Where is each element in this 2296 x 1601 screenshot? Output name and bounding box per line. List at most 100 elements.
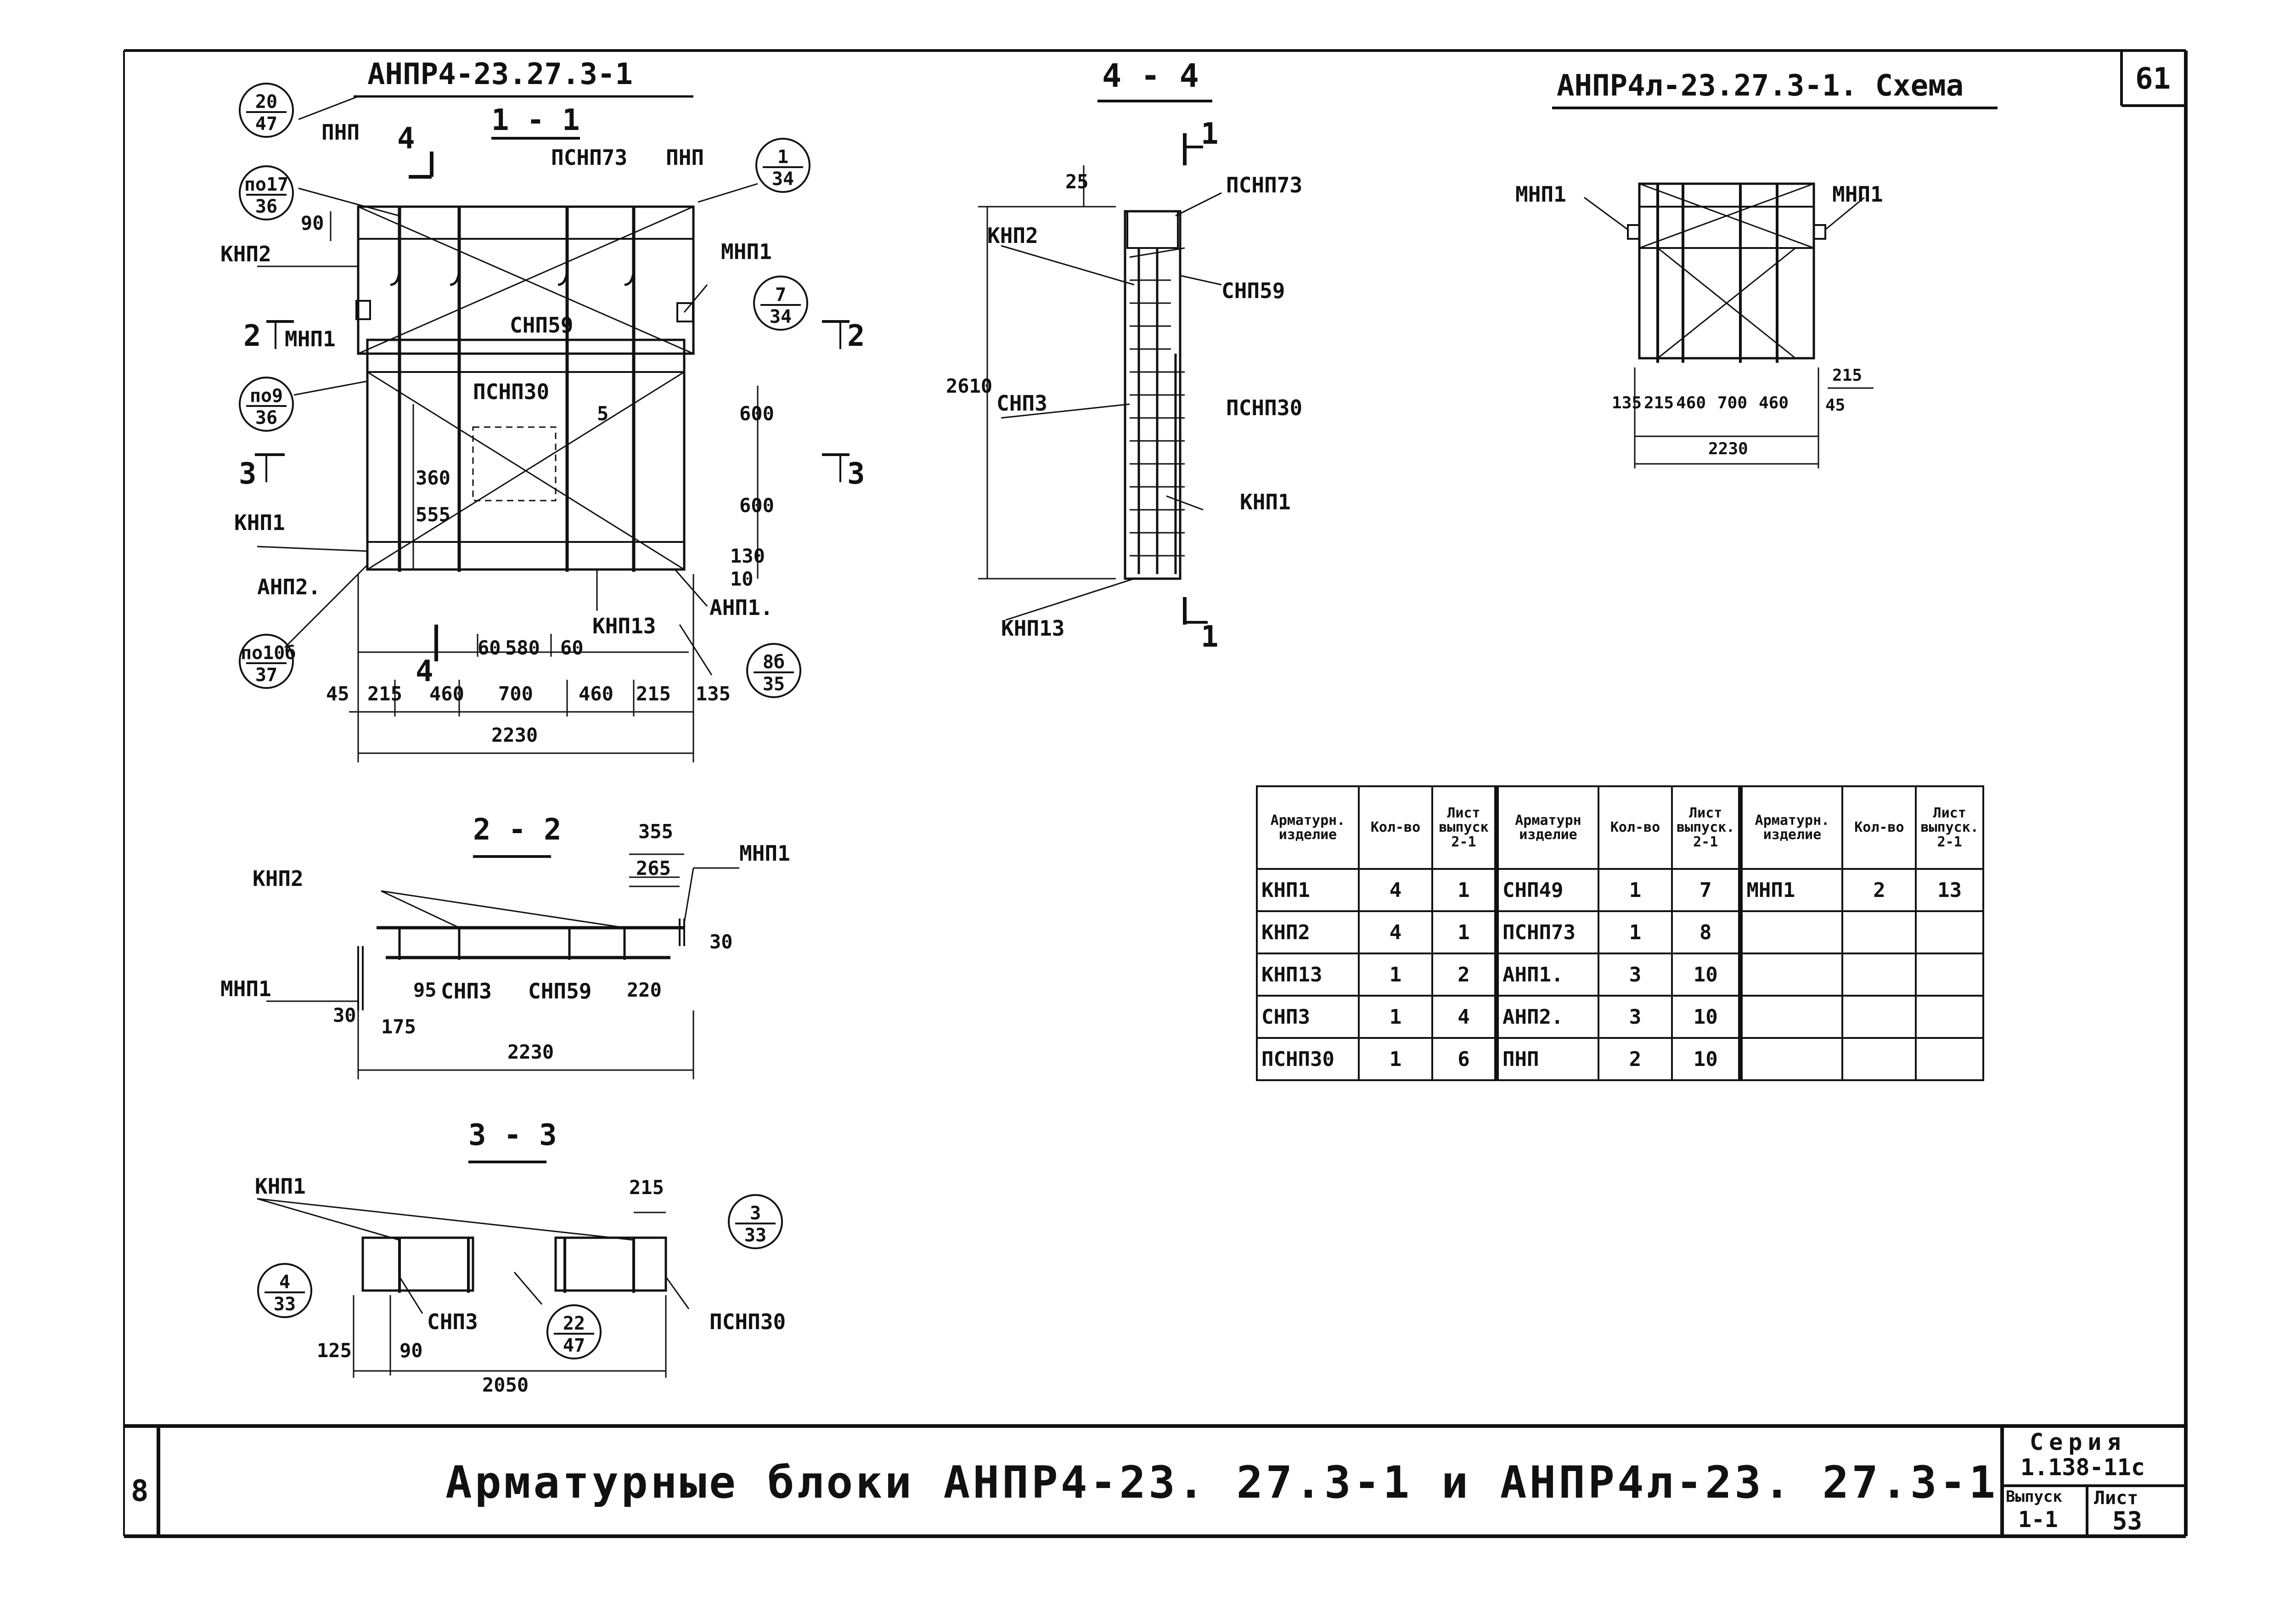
label-knp13: КНП13 <box>1001 616 1065 641</box>
cut-mark-2-right: 2 <box>847 319 865 353</box>
label-knp1: КНП1 <box>234 510 285 535</box>
label-snp59: СНП59 <box>510 313 574 338</box>
dim-90: 90 <box>301 212 324 234</box>
label-knp2: КНП2 <box>253 866 304 891</box>
table-row: СНП3 1 4 АНП2. 3 10 <box>1256 995 1984 1039</box>
label-mnp1-right: МНП1 <box>739 841 790 866</box>
spec-header: Арматурн изделие <box>1496 785 1599 870</box>
scheme-label-mnp1-left: МНП1 <box>1515 182 1566 207</box>
label-snp3: СНП3 <box>996 391 1047 416</box>
spec-header: Лист выпуск. 2-1 <box>1915 785 1984 870</box>
view-4-4-section-title: 4 - 4 <box>1102 57 1199 95</box>
dim-25: 25 <box>1065 170 1089 193</box>
view-scheme-linework <box>1552 108 1998 468</box>
table-cell: 1 <box>1431 868 1499 912</box>
table-row: КНП2 4 1 ПСНП73 1 8 <box>1256 910 1984 954</box>
table-cell: 10 <box>1671 1037 1743 1081</box>
dim-total-2230: 2230 <box>491 724 538 746</box>
table-cell: 2 <box>1431 953 1499 997</box>
spec-header: Арматурн. изделие <box>1739 785 1844 870</box>
cut-mark-1-top: 1 <box>1201 117 1219 151</box>
table-cell <box>1915 910 1984 954</box>
dim-600a: 600 <box>739 402 774 425</box>
scheme-dim-135: 135 <box>1612 394 1642 412</box>
spec-header: Лист выпуск 2-1 <box>1431 785 1499 870</box>
table-cell <box>1841 995 1917 1039</box>
dim-460a: 460 <box>429 682 464 705</box>
cut-mark-4b: 4 <box>416 654 433 688</box>
label-psnp30: ПСНП30 <box>1226 395 1303 420</box>
dim-125: 125 <box>317 1339 352 1362</box>
table-cell <box>1739 995 1844 1039</box>
label-snp3: СНП3 <box>427 1309 478 1334</box>
cut-mark-4: 4 <box>397 122 415 156</box>
table-cell: АНП2. <box>1496 995 1599 1039</box>
spec-header: Кол-во <box>1358 785 1433 870</box>
table-cell: 1 <box>1598 910 1673 954</box>
table-cell <box>1841 1037 1917 1081</box>
sheet-frame <box>124 51 2186 1536</box>
dim-135: 135 <box>696 682 731 705</box>
dim-30-right: 30 <box>709 930 733 953</box>
table-cell: 10 <box>1671 953 1743 997</box>
issue-label: Выпуск <box>2006 1488 2062 1506</box>
view-1-1-section-title: 1 - 1 <box>491 106 580 140</box>
dim-175: 175 <box>381 1015 416 1038</box>
scheme-dim-total: 2230 <box>1708 440 1748 458</box>
page-number: 53 <box>2112 1506 2143 1535</box>
spec-header: Кол-во <box>1598 785 1673 870</box>
table-cell: МНП1 <box>1739 868 1844 912</box>
table-cell <box>1739 1037 1844 1081</box>
dim-600b: 600 <box>739 494 774 517</box>
dim-460b: 460 <box>579 682 613 705</box>
label-knp1: КНП1 <box>255 1174 306 1199</box>
table-cell: СНП3 <box>1256 995 1360 1039</box>
dim-95: 95 <box>413 979 437 1001</box>
scheme-dim-460a: 460 <box>1676 394 1706 412</box>
dim-total-2050: 2050 <box>482 1374 529 1396</box>
label-mnp1-right: МНП1 <box>721 239 772 264</box>
series-value: 1.138-11с <box>2020 1454 2145 1481</box>
spec-table-header-row: Арматурн. изделие Кол-во Лист выпуск 2-1… <box>1256 785 1984 870</box>
view-3-3-linework <box>257 1162 689 1378</box>
label-anp2: АНП2. <box>257 575 321 599</box>
table-cell: КНП13 <box>1256 953 1360 997</box>
table-cell <box>1739 910 1844 954</box>
table-cell: ПНП <box>1496 1037 1599 1081</box>
sheet-tab-number: 61 <box>2135 62 2171 96</box>
table-cell: 8 <box>1671 910 1743 954</box>
label-pnp-right: ПНП <box>666 145 704 170</box>
side-code: 8 <box>131 1474 149 1508</box>
scheme-dim-700: 700 <box>1717 394 1748 412</box>
dim-90: 90 <box>400 1339 423 1362</box>
table-cell: КНП2 <box>1256 910 1360 954</box>
dim-215b: 215 <box>636 682 671 705</box>
table-cell: ПСНП30 <box>1256 1037 1360 1081</box>
table-cell <box>1739 953 1844 997</box>
series-label: Серия <box>2030 1429 2127 1455</box>
view-2-2-linework <box>266 854 739 1079</box>
table-cell: 4 <box>1431 995 1499 1039</box>
table-cell <box>1915 953 1984 997</box>
label-mnp1-left: МНП1 <box>285 327 336 351</box>
dim-5: 5 <box>597 402 609 425</box>
view-3-3-section-title: 3 - 3 <box>468 1118 557 1152</box>
table-cell: 4 <box>1358 910 1433 954</box>
table-row: ПСНП30 1 6 ПНП 2 10 <box>1256 1037 1984 1081</box>
dim-580: 580 <box>505 637 540 659</box>
label-knp2: КНП2 <box>987 223 1038 248</box>
dim-215: 215 <box>629 1176 664 1199</box>
label-snp59: СНП59 <box>528 979 592 1003</box>
table-cell: 4 <box>1358 868 1433 912</box>
scheme-title: АНПР4л-23.27.3-1. Схема <box>1557 69 1964 103</box>
dim-130: 130 <box>730 545 765 567</box>
table-row: КНП13 1 2 АНП1. 3 10 <box>1256 953 1984 997</box>
